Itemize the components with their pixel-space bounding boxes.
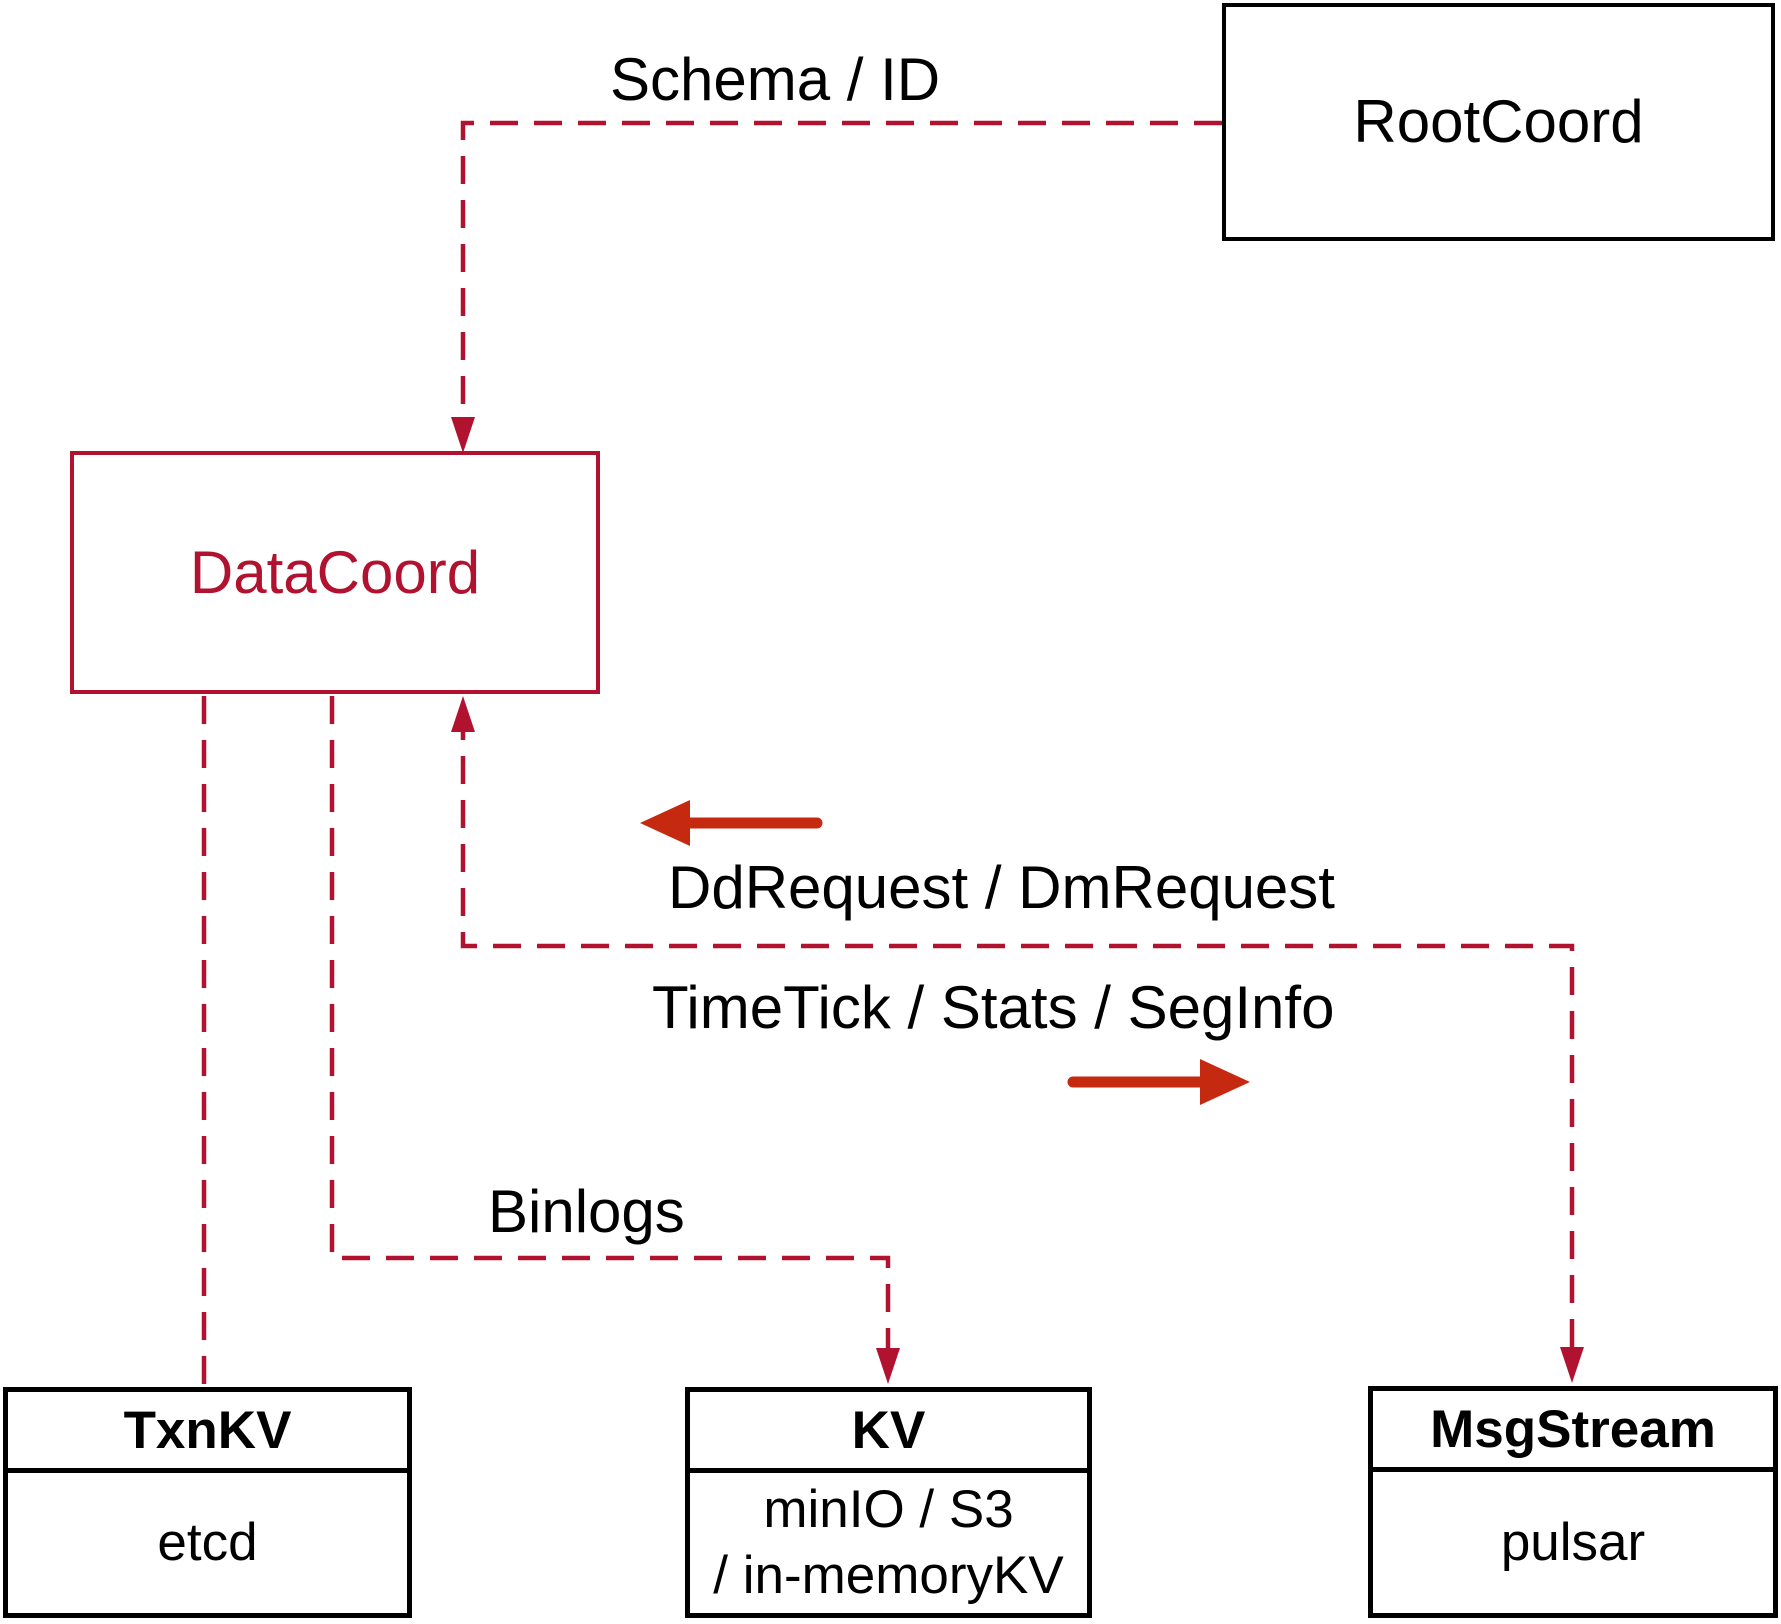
msgstream-title: MsgStream (1373, 1391, 1773, 1472)
msgstream-node: MsgStream pulsar (1368, 1386, 1778, 1618)
kv-body-line2: / in-memoryKV (713, 1546, 1064, 1605)
left-direction-arrow (640, 800, 823, 846)
rootcoord-node: RootCoord (1222, 3, 1775, 241)
arrowhead-into-msgstream-top (1560, 1347, 1584, 1383)
arrowhead-into-datacoord-bottom (451, 696, 475, 732)
kv-title: KV (690, 1392, 1087, 1473)
kv-body-line1: minIO / S3 (763, 1480, 1014, 1540)
binlogs-label: Binlogs (488, 1178, 685, 1245)
txnkv-body: etcd (157, 1513, 258, 1573)
arrowhead-into-kv-top (876, 1348, 900, 1384)
msgstream-body: pulsar (1500, 1512, 1646, 1572)
arrowhead-into-datacoord-top (451, 417, 475, 453)
txnkv-node: TxnKV etcd (3, 1387, 412, 1618)
schema-id-label: Schema / ID (610, 46, 941, 113)
datacoord-node: DataCoord (70, 451, 600, 694)
kv-node: KV minIO / S3 / in-memoryKV (685, 1387, 1092, 1618)
ddrequest-dmrequest-label: DdRequest / DmRequest (668, 854, 1335, 921)
right-direction-arrow (1067, 1059, 1250, 1105)
edge-datacoord-to-msgstream (460, 712, 1575, 1368)
timetick-stats-seginfo-label: TimeTick / Stats / SegInfo (652, 974, 1335, 1041)
rootcoord-title: RootCoord (1353, 88, 1644, 155)
txnkv-title: TxnKV (8, 1392, 407, 1473)
edge-rootcoord-to-datacoord (460, 120, 1222, 440)
edge-datacoord-to-kv (329, 696, 891, 1368)
datacoord-title: DataCoord (189, 538, 481, 606)
